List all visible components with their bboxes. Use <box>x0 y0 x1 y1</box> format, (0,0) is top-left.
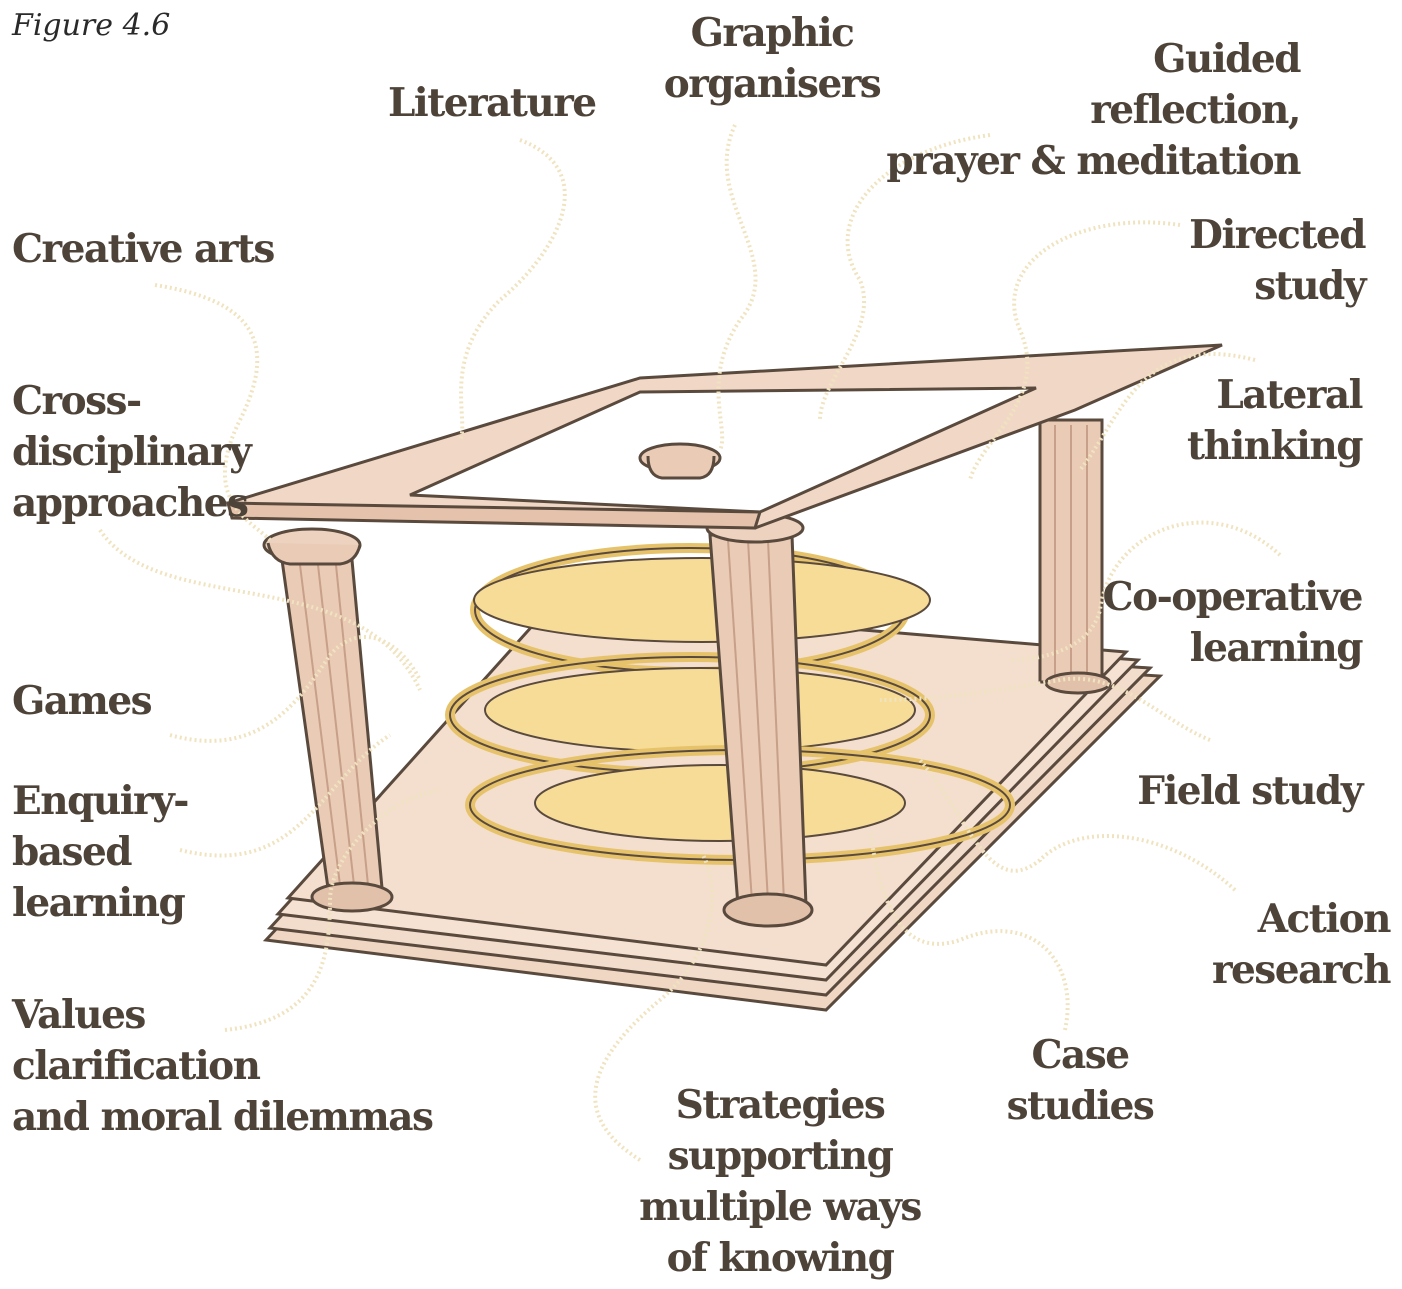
label-directed-study: Directed study <box>1150 210 1365 312</box>
label-values-clarification: Values clarification and moral dilemmas <box>12 990 432 1143</box>
label-cooperative-learning: Co-operative learning <box>1085 572 1362 674</box>
label-graphic-organisers: Graphic organisers <box>662 8 882 110</box>
label-literature: Literature <box>388 78 596 129</box>
label-enquiry-based-learning: Enquiry- based learning <box>12 776 188 929</box>
label-lateral-thinking: Lateral thinking <box>1150 370 1362 472</box>
label-guided-reflection: Guided reflection, prayer & meditation <box>880 34 1300 187</box>
label-action-research: Action research <box>1070 894 1390 996</box>
pillar-back-middle <box>640 444 720 478</box>
label-field-study: Field study <box>1120 766 1362 817</box>
label-creative-arts: Creative arts <box>12 224 274 275</box>
pillar-front-left <box>264 529 392 911</box>
label-games: Games <box>12 676 151 727</box>
label-case-studies: Case studies <box>990 1030 1170 1132</box>
label-strategies-multiple-ways: Strategies supporting multiple ways of k… <box>630 1080 930 1284</box>
figure-caption: Figure 4.6 <box>12 8 170 43</box>
label-cross-disciplinary: Cross- disciplinary approaches <box>12 376 250 529</box>
